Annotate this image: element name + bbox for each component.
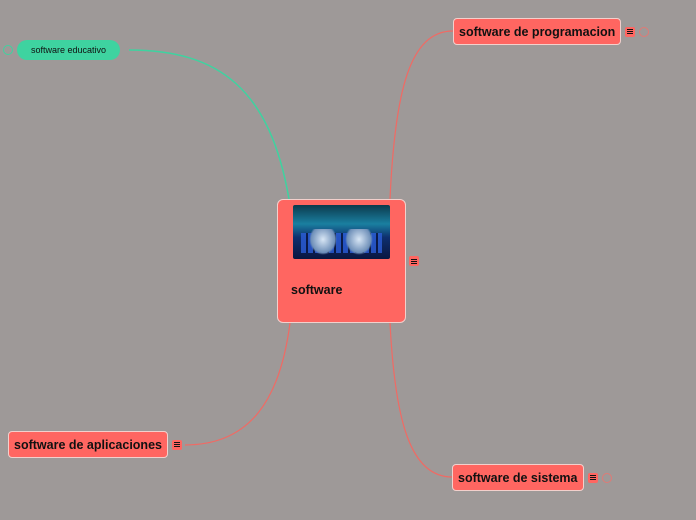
- node-software-de-sistema[interactable]: software de sistema: [452, 464, 584, 491]
- link-educativo: [128, 49, 290, 200]
- keyboard-image: [293, 205, 390, 259]
- central-node-label: software: [291, 283, 343, 297]
- node-label: software de sistema: [458, 470, 578, 485]
- node-software-educativo[interactable]: software educativo: [17, 40, 121, 60]
- collapse-circle-icon[interactable]: [639, 26, 650, 37]
- link-sistema: [389, 322, 453, 478]
- node-software-de-aplicaciones[interactable]: software de aplicaciones: [8, 431, 168, 458]
- branch-aplicaciones: software de aplicaciones: [8, 431, 182, 458]
- menu-icon[interactable]: [171, 439, 182, 450]
- node-label: software educativo: [31, 45, 107, 55]
- node-label: software de aplicaciones: [14, 437, 162, 452]
- node-software-de-programacion[interactable]: software de programacion: [453, 18, 622, 45]
- menu-icon[interactable]: [409, 256, 419, 266]
- link-aplicaciones: [184, 322, 291, 446]
- link-programacion: [389, 30, 454, 200]
- branch-sistema: software de sistema: [452, 464, 612, 491]
- branch-educativo: software educativo: [3, 40, 121, 60]
- node-label: software de programacion: [459, 24, 616, 39]
- branch-programacion: software de programacion: [453, 18, 650, 45]
- menu-icon[interactable]: [625, 26, 636, 37]
- menu-icon[interactable]: [587, 472, 598, 483]
- central-node-software[interactable]: software: [277, 199, 406, 323]
- collapse-circle-icon[interactable]: [601, 472, 612, 483]
- collapse-circle-icon[interactable]: [3, 45, 13, 55]
